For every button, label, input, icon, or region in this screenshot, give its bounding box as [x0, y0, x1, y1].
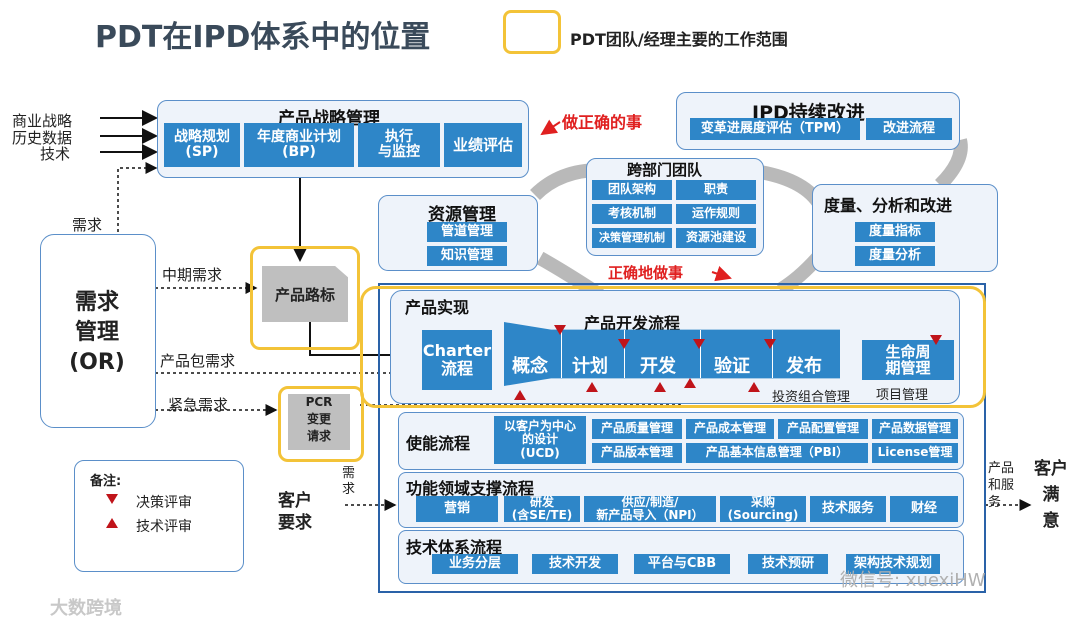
strategy-item-exec[interactable]: 执行 与监控	[358, 123, 440, 167]
enable-title: 使能流程	[406, 434, 471, 453]
cross-item-rules[interactable]: 运作规则	[676, 204, 756, 224]
tech-layer[interactable]: 业务分层	[432, 554, 518, 574]
roadmap-box[interactable]	[262, 266, 348, 322]
notes-title: 备注:	[90, 474, 122, 489]
strategy-item-eval[interactable]: 业绩评估	[444, 123, 522, 167]
tech-title: 技术体系流程	[406, 538, 503, 557]
phase-concept[interactable]: 概念	[512, 356, 548, 377]
support-tech-service[interactable]: 技术服务	[810, 496, 886, 522]
cross-item-structure[interactable]: 团队架构	[592, 180, 672, 200]
support-supply[interactable]: 供应/制造/ 新产品导入（NPI）	[584, 495, 716, 522]
legend-scope-swatch	[503, 10, 561, 54]
support-finance[interactable]: 财经	[890, 496, 958, 522]
ipd-item-tpm[interactable]: 变革进展度评估（TPM）	[690, 118, 860, 140]
enable-quality[interactable]: 产品质量管理	[592, 419, 682, 439]
charter-box[interactable]: Charter 流程	[422, 330, 492, 390]
tech-arch[interactable]: 架构技术规划	[846, 554, 940, 574]
realization-title: 产品实现	[405, 298, 470, 317]
technical-review-marker	[514, 390, 526, 400]
measure-title: 度量、分析和改进	[824, 196, 953, 215]
enable-data[interactable]: 产品数据管理	[872, 419, 958, 439]
technical-review-marker	[748, 382, 760, 392]
support-rnd[interactable]: 研发 (含SE/TE)	[504, 495, 580, 522]
measure-item-metrics[interactable]: 度量指标	[855, 222, 935, 242]
demand-title: 需求 管理 (OR)	[69, 290, 125, 375]
customer-satisfaction: 客户 满 意	[1034, 459, 1068, 531]
decision-review-legend-icon	[106, 494, 118, 504]
notes-technical: 技术评审	[136, 519, 192, 535]
phase-develop[interactable]: 开发	[640, 356, 676, 377]
measure-item-analysis[interactable]: 度量分析	[855, 246, 935, 266]
cross-item-decision[interactable]: 决策管理机制	[592, 228, 672, 248]
demand-panel	[40, 234, 156, 428]
page-title: PDT在IPD体系中的位置	[95, 20, 431, 55]
strategy-item-bp[interactable]: 年度商业计划 (BP)	[244, 123, 354, 167]
dev-flow-title: 产品开发流程	[584, 314, 681, 333]
realization-scope-frame	[360, 286, 986, 408]
tech-dev[interactable]: 技术开发	[532, 554, 618, 574]
cross-item-pool[interactable]: 资源池建设	[676, 228, 756, 248]
phase-verify[interactable]: 验证	[714, 356, 750, 377]
decision-review-marker	[618, 339, 630, 349]
cross-item-duty[interactable]: 职责	[676, 180, 756, 200]
decision-review-marker	[764, 339, 776, 349]
portfolio-label: 投资组合管理	[772, 390, 851, 405]
watermark-right: 微信号: xuexiHW	[840, 570, 986, 591]
watermark-left: 大数跨境	[50, 598, 122, 619]
enable-ucd[interactable]: 以客户为中心 的设计 (UCD)	[494, 416, 586, 464]
pcr-box[interactable]: PCR 变更 请求	[288, 394, 350, 450]
enable-license[interactable]: License管理	[872, 443, 958, 463]
product-service-label: 产品 和服 务	[988, 461, 1015, 510]
roadmap-scope-frame	[250, 246, 360, 350]
technical-review-marker	[586, 382, 598, 392]
technical-review-marker	[654, 382, 666, 392]
enable-cost[interactable]: 产品成本管理	[686, 419, 774, 439]
phase-divider-4	[772, 330, 773, 378]
notes-panel	[74, 460, 244, 572]
support-sourcing[interactable]: 采购 (Sourcing)	[720, 495, 806, 522]
requirement-small: 需 求	[342, 466, 356, 497]
package-demand-label: 产品包需求	[160, 352, 236, 370]
pcr-scope-frame	[278, 386, 364, 462]
support-title: 功能领域支撑流程	[406, 479, 535, 498]
do-thing-right-label: 正确地做事	[608, 264, 684, 282]
phase-divider-2	[624, 330, 625, 378]
ipd-item-improve[interactable]: 改进流程	[866, 118, 952, 140]
input-business-strategy: 商业战略	[12, 112, 73, 130]
input-history-data: 历史数据	[12, 129, 73, 147]
cross-team-title: 跨部门团队	[627, 161, 703, 179]
technical-review-marker	[684, 378, 696, 388]
phase-divider-3	[700, 330, 701, 378]
roadmap-label: 产品路标	[274, 286, 335, 304]
technical-review-legend-icon	[106, 518, 118, 528]
urgent-demand-label: 紧急需求	[168, 396, 229, 414]
notes-decision: 决策评审	[136, 495, 192, 511]
mid-demand-label: 中期需求	[162, 266, 223, 284]
lifecycle-box[interactable]: 生命周 期管理	[862, 340, 954, 380]
input-technology: 技术	[40, 145, 71, 163]
cross-item-assess[interactable]: 考核机制	[592, 204, 672, 224]
tech-platform[interactable]: 平台与CBB	[634, 554, 730, 574]
do-right-thing-label: 做正确的事	[562, 113, 643, 132]
enable-config[interactable]: 产品配置管理	[778, 419, 868, 439]
customer-requirement: 客户 要求	[278, 491, 312, 533]
phase-release[interactable]: 发布	[786, 356, 822, 377]
enable-version[interactable]: 产品版本管理	[592, 443, 682, 463]
tech-research[interactable]: 技术预研	[748, 554, 828, 574]
resource-item-pipeline[interactable]: 管道管理	[427, 222, 507, 242]
decision-review-marker	[554, 325, 566, 335]
support-marketing[interactable]: 营销	[416, 496, 498, 522]
resource-item-knowledge[interactable]: 知识管理	[427, 246, 507, 266]
strategy-item-sp[interactable]: 战略规划 (SP)	[164, 123, 240, 167]
project-label: 项目管理	[876, 388, 929, 403]
phase-plan[interactable]: 计划	[572, 356, 608, 377]
decision-review-marker	[930, 335, 942, 345]
realization-frame	[378, 283, 986, 593]
enable-pbi[interactable]: 产品基本信息管理（PBI）	[686, 443, 868, 463]
resource-title: 资源管理	[428, 205, 496, 225]
phase-divider-1	[561, 330, 562, 378]
legend-scope-label: PDT团队/经理主要的工作范围	[570, 30, 788, 49]
demand-top-label: 需求	[72, 216, 103, 234]
decision-review-marker	[693, 339, 705, 349]
